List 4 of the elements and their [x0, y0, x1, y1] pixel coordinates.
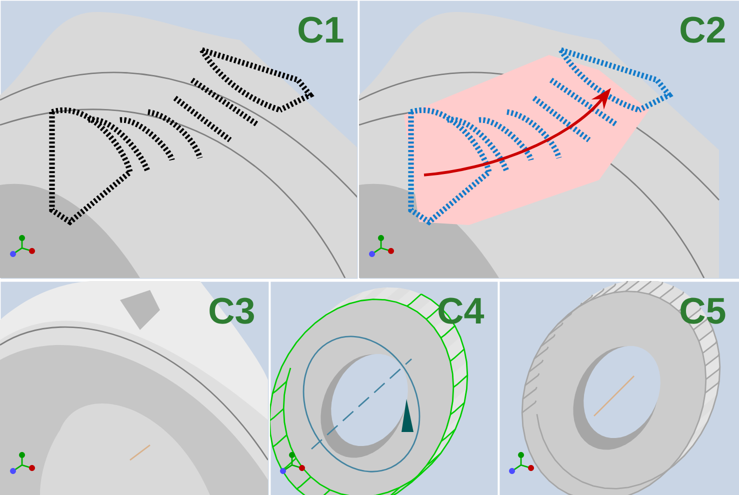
panel-label: C1 — [298, 16, 344, 43]
panel-label: C5 — [680, 298, 726, 324]
panel-label: C2 — [680, 16, 725, 43]
panel-label: C3 — [210, 298, 254, 324]
